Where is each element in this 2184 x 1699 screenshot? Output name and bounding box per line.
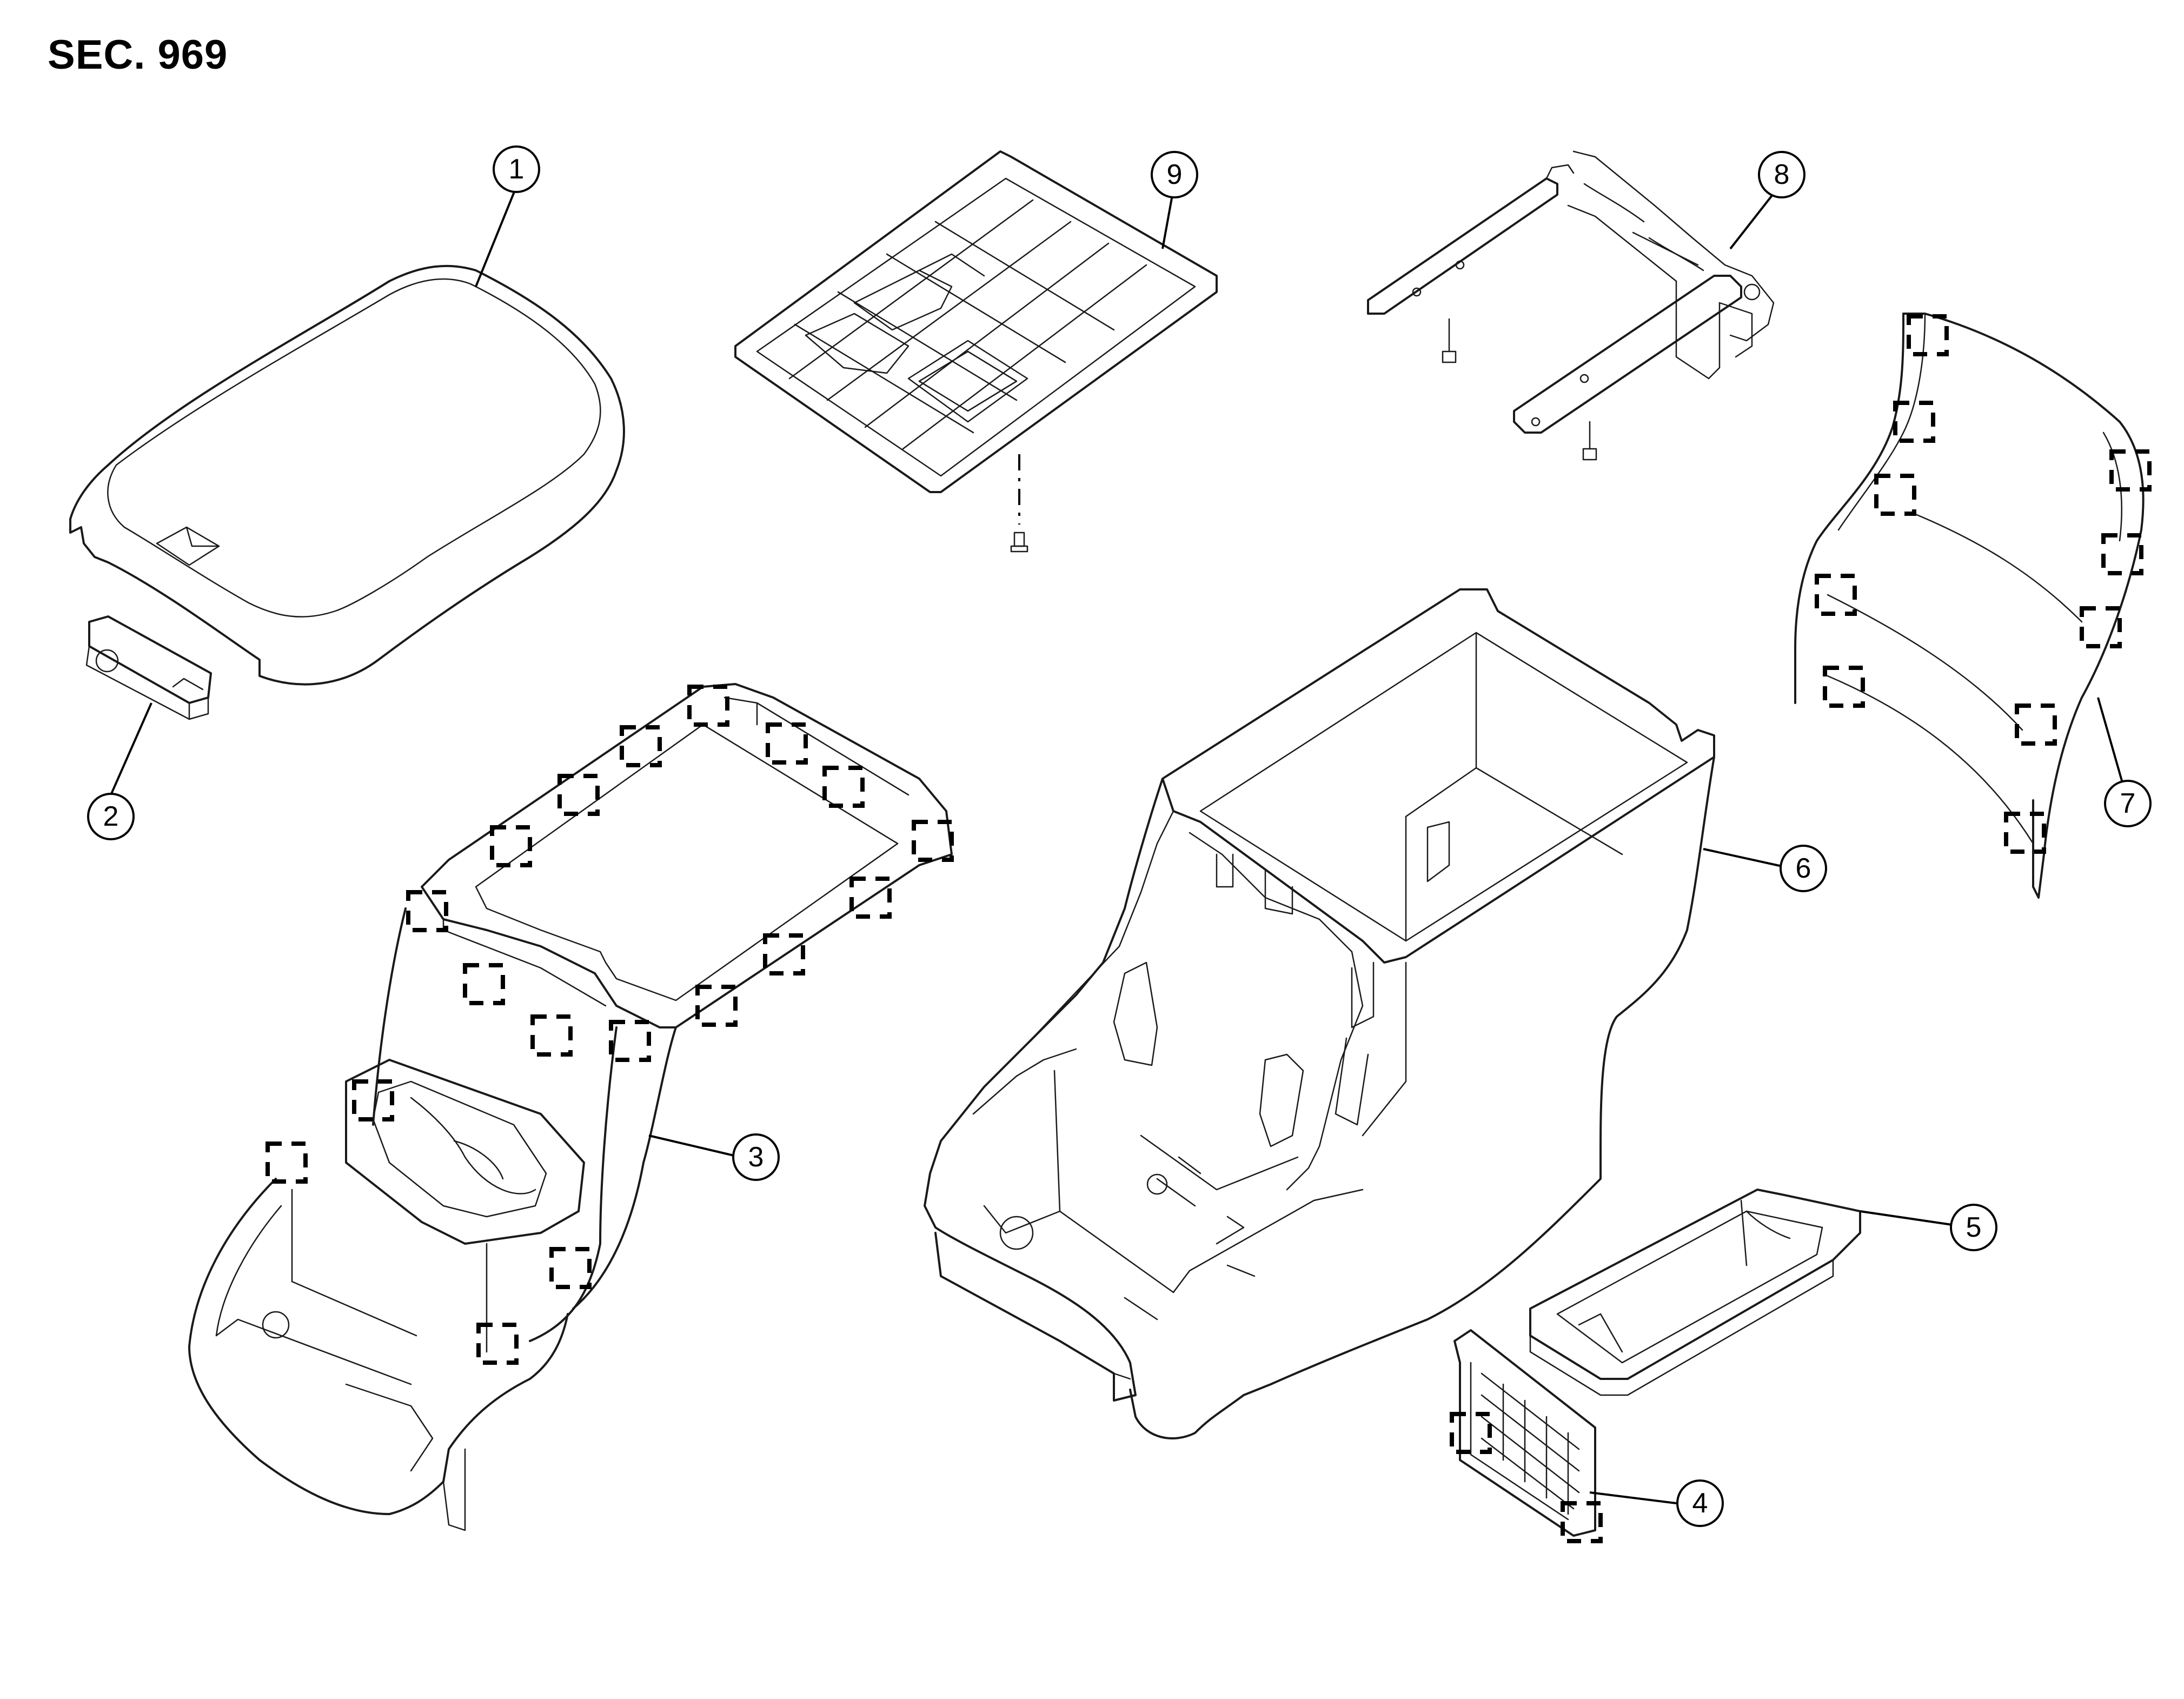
leader-lines xyxy=(110,185,2129,1504)
clip-marker xyxy=(549,1247,592,1289)
part-8-hinge-bracket xyxy=(1367,150,1775,461)
part-3-front-console xyxy=(188,683,953,1531)
section-label: SEC. 969 xyxy=(48,32,228,78)
clip-marker xyxy=(1893,401,1935,443)
part-1-armrest-lid xyxy=(69,264,625,686)
clip-marker xyxy=(1874,474,1916,516)
clip-marker xyxy=(849,877,892,919)
callout-7: 7 xyxy=(2104,780,2152,827)
clip-marker xyxy=(763,933,805,975)
callout-1-label: 1 xyxy=(509,154,525,185)
clip-marker xyxy=(609,1020,651,1062)
clip-marker xyxy=(695,985,738,1027)
clip-marker xyxy=(476,1323,519,1365)
callout-5: 5 xyxy=(1950,1204,1997,1251)
callout-6-label: 6 xyxy=(1796,853,1811,884)
clip-marker xyxy=(912,820,954,862)
clip-marker xyxy=(265,1141,308,1184)
callout-9: 9 xyxy=(1151,151,1198,198)
callout-4: 4 xyxy=(1676,1479,1724,1527)
callout-1: 1 xyxy=(493,145,540,193)
leader-5 xyxy=(1860,1210,1953,1226)
part-9-grid-lid xyxy=(734,150,1218,553)
leader-8 xyxy=(1729,185,1780,250)
part-7-side-panel xyxy=(1794,313,2145,899)
part-4-grille-panel xyxy=(1453,1329,1596,1537)
clip-marker xyxy=(766,722,808,765)
part-5-tray xyxy=(1529,1189,1861,1396)
clip-marker xyxy=(2015,704,2057,746)
clip-marker xyxy=(2080,606,2122,648)
clip-marker xyxy=(463,963,505,1005)
clip-marker xyxy=(620,725,662,767)
clip-marker xyxy=(687,685,729,727)
clip-marker xyxy=(2004,812,2046,854)
callout-8-label: 8 xyxy=(1774,159,1790,190)
clip-marker xyxy=(1815,574,1857,616)
leader-4 xyxy=(1589,1491,1677,1504)
callout-7-label: 7 xyxy=(2120,788,2136,819)
clip-marker xyxy=(352,1079,394,1121)
callout-6: 6 xyxy=(1780,845,1827,892)
leader-6 xyxy=(1703,848,1785,868)
callout-3: 3 xyxy=(732,1133,780,1181)
clip-marker xyxy=(2101,533,2143,575)
clip-marker xyxy=(1450,1412,1492,1454)
clip-marker xyxy=(530,1014,573,1057)
callout-2-label: 2 xyxy=(103,801,119,832)
callout-3-label: 3 xyxy=(748,1141,764,1173)
leader-3 xyxy=(648,1134,741,1158)
callout-8: 8 xyxy=(1758,151,1805,198)
clip-marker xyxy=(2109,449,2152,492)
clip-markers xyxy=(265,314,2152,1543)
clip-marker xyxy=(1907,314,1949,356)
clip-marker xyxy=(822,766,865,808)
leader-9 xyxy=(1161,189,1174,249)
leader-2 xyxy=(110,702,152,795)
callout-4-label: 4 xyxy=(1692,1488,1708,1519)
clip-marker xyxy=(1823,666,1865,708)
callout-9-label: 9 xyxy=(1167,159,1183,190)
clip-marker xyxy=(490,825,532,867)
clip-marker xyxy=(406,890,448,932)
part-6-main-console xyxy=(924,588,1715,1439)
leader-1 xyxy=(475,186,517,287)
clip-marker xyxy=(1561,1501,1603,1543)
callout-2: 2 xyxy=(87,793,135,840)
part-2-latch xyxy=(85,615,212,720)
clip-marker xyxy=(557,774,600,816)
callout-5-label: 5 xyxy=(1966,1212,1982,1243)
